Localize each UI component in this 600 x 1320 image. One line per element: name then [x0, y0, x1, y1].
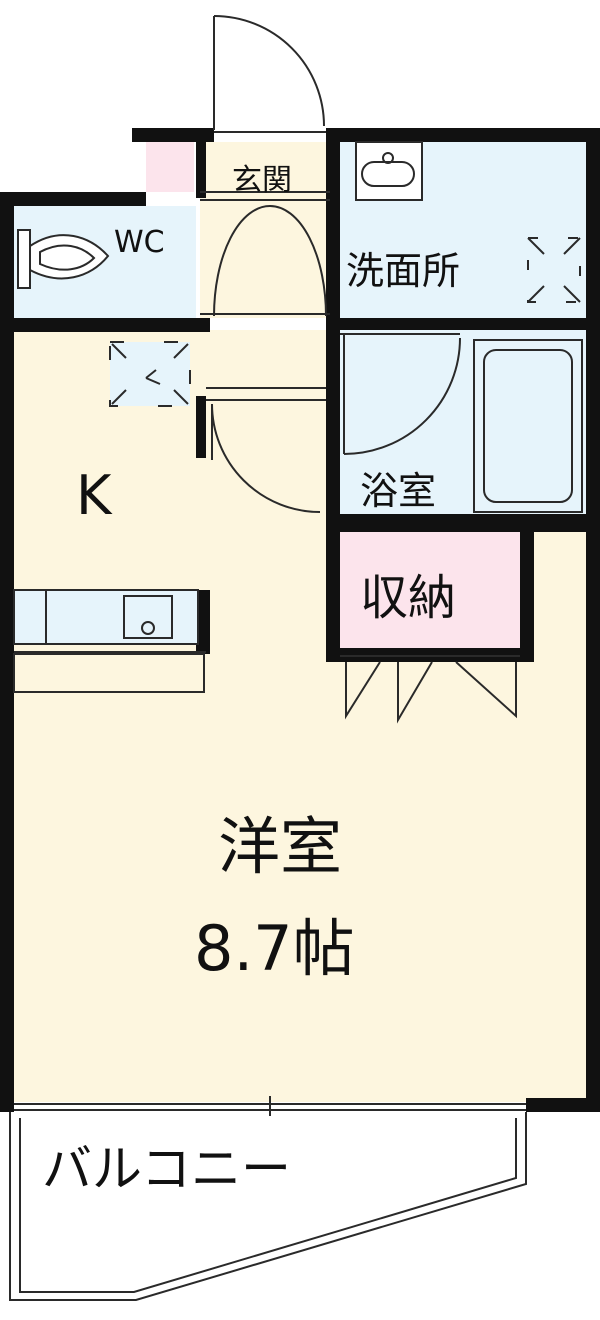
- storage-door-3: [455, 661, 517, 719]
- refrigerator-space-icon: [109, 341, 191, 407]
- shoe-box-fill: [146, 142, 194, 192]
- western-room-label: 洋室: [218, 810, 342, 883]
- entrance-fill: [200, 142, 330, 318]
- k-door-swing: [211, 403, 321, 513]
- kitchen-label: K: [76, 464, 113, 527]
- storage-door-2: [397, 661, 433, 724]
- thin-lines: [200, 131, 520, 657]
- bath-door-swing: [343, 337, 461, 455]
- entrance-door-swing-left: [213, 205, 271, 317]
- bathroom-label: 浴室: [360, 469, 436, 513]
- storage-door-1: [345, 661, 381, 720]
- kitchen-sink-icon: [141, 621, 155, 635]
- washroom-label: 洗面所: [346, 249, 460, 293]
- washing-machine-space-icon: [527, 237, 581, 303]
- storage-fill: [340, 532, 520, 648]
- bathtub-icon: [473, 339, 583, 513]
- doors: [14, 15, 526, 1116]
- storage-label: 収納: [360, 570, 456, 626]
- balcony-outline: [9, 1112, 527, 1301]
- entrance-door-swing-right: [269, 205, 327, 317]
- toilet-icon: [17, 229, 110, 289]
- kitchen-counter: [13, 589, 206, 693]
- front-door-swing: [213, 15, 325, 127]
- washbasin-icon: [355, 141, 423, 201]
- entrance-label: 玄関: [232, 163, 292, 198]
- wc-label: WC: [114, 225, 165, 260]
- walls: [0, 128, 600, 1112]
- balcony-label: バルコニー: [42, 1140, 291, 1198]
- room-size-label: 8.7帖: [194, 912, 355, 985]
